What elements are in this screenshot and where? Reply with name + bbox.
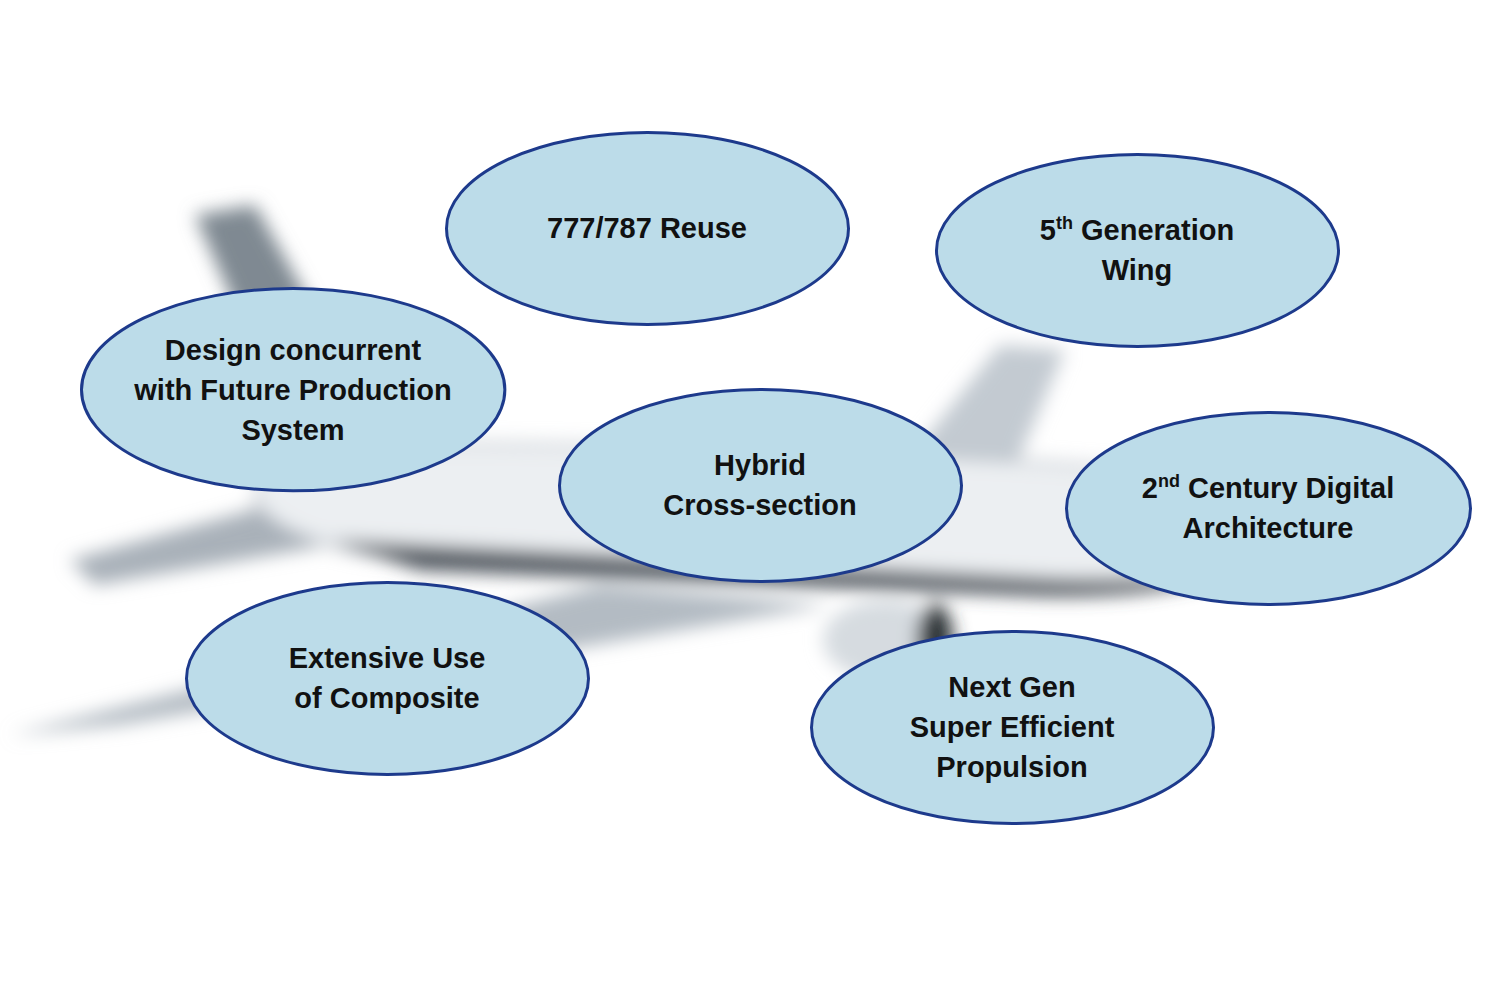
label-line: 5th Generation xyxy=(1040,210,1234,250)
word: Efficient xyxy=(1000,711,1114,743)
word: Extensive xyxy=(289,642,432,674)
label-wrap: Hybrid Cross-section xyxy=(558,388,963,583)
label-line: Next Gen xyxy=(910,667,1115,707)
ordinal-number: 5 xyxy=(1040,214,1056,246)
ellipse-shape xyxy=(936,154,1338,346)
word: Propulsion xyxy=(936,751,1087,783)
word: of xyxy=(294,682,329,714)
node-label: Next Gen Super Efficient Propulsion xyxy=(910,667,1115,787)
node-label: Design concurrent with Future Production… xyxy=(134,330,451,450)
node-label: 2nd Century Digital Architecture xyxy=(1142,468,1394,548)
ellipse-outline xyxy=(185,581,590,776)
word: Super xyxy=(910,711,1000,743)
ellipse-node: Hybrid Cross-section xyxy=(558,388,963,583)
label-line: Super Efficient xyxy=(910,707,1115,747)
word: Next xyxy=(948,671,1019,703)
label-line: Wing xyxy=(1040,250,1234,290)
ellipse-shape xyxy=(811,631,1213,823)
label-line: Propulsion xyxy=(910,747,1115,787)
word: Cross-section xyxy=(663,489,856,521)
word-space xyxy=(1073,214,1081,246)
ellipse-node: Next Gen Super Efficient Propulsion xyxy=(810,630,1215,825)
ellipse-shape xyxy=(1066,412,1470,604)
node-label: 777/787 Reuse xyxy=(547,208,747,248)
label-line: System xyxy=(134,410,451,450)
word: with xyxy=(134,374,200,406)
label-line: Architecture xyxy=(1142,508,1394,548)
label-wrap: Extensive Use of Composite xyxy=(185,581,590,776)
ordinal-suffix: nd xyxy=(1158,471,1180,491)
ellipse-outline xyxy=(935,153,1340,348)
label-line: Extensive Use xyxy=(289,638,486,678)
ellipse-outline xyxy=(1065,411,1472,606)
label-line: of Composite xyxy=(289,678,486,718)
ellipse-shape xyxy=(81,289,504,491)
word: 777/787 xyxy=(547,212,660,244)
word: Hybrid xyxy=(714,449,806,481)
word-space xyxy=(1180,472,1188,504)
ellipse-shape xyxy=(186,582,588,774)
word: Production xyxy=(299,374,452,406)
node-label: Hybrid Cross-section xyxy=(663,445,856,525)
label-wrap: Design concurrent with Future Production… xyxy=(80,287,506,492)
ellipse-node: 5th Generation Wing xyxy=(935,153,1340,348)
word: Use xyxy=(432,642,485,674)
word: Gen xyxy=(1019,671,1075,703)
word: Reuse xyxy=(660,212,747,244)
word: Design xyxy=(165,334,270,366)
ellipse-shape xyxy=(559,389,961,581)
word: Wing xyxy=(1102,254,1173,286)
label-line: 2nd Century Digital xyxy=(1142,468,1394,508)
label-line: Design concurrent xyxy=(134,330,451,370)
word: Digital xyxy=(1306,472,1395,504)
word: Century xyxy=(1188,472,1306,504)
ellipse-node: Design concurrent with Future Production… xyxy=(80,287,506,492)
ellipse-node: 777/787 Reuse xyxy=(445,131,850,326)
label-wrap: 5th Generation Wing xyxy=(935,153,1340,348)
label-line: Hybrid xyxy=(663,445,856,485)
label-wrap: 777/787 Reuse xyxy=(445,131,850,326)
label-wrap: 2nd Century Digital Architecture xyxy=(1065,411,1472,606)
word: System xyxy=(241,414,344,446)
word: Architecture xyxy=(1183,512,1354,544)
word: concurrent xyxy=(270,334,421,366)
ellipse-node: Extensive Use of Composite xyxy=(185,581,590,776)
ellipse-shape xyxy=(446,132,848,324)
label-line: with Future Production xyxy=(134,370,451,410)
ellipse-outline xyxy=(558,388,963,583)
label-line: Cross-section xyxy=(663,485,856,525)
label-line: 777/787 Reuse xyxy=(547,208,747,248)
word: Generation xyxy=(1081,214,1234,246)
label-wrap: Next Gen Super Efficient Propulsion xyxy=(810,630,1215,825)
node-label: 5th Generation Wing xyxy=(1040,210,1234,290)
ordinal-number: 2 xyxy=(1142,472,1158,504)
ellipse-node: 2nd Century Digital Architecture xyxy=(1065,411,1472,606)
word: Composite xyxy=(330,682,480,714)
word: Future xyxy=(200,374,298,406)
ordinal-suffix: th xyxy=(1056,213,1073,233)
node-label: Extensive Use of Composite xyxy=(289,638,486,718)
